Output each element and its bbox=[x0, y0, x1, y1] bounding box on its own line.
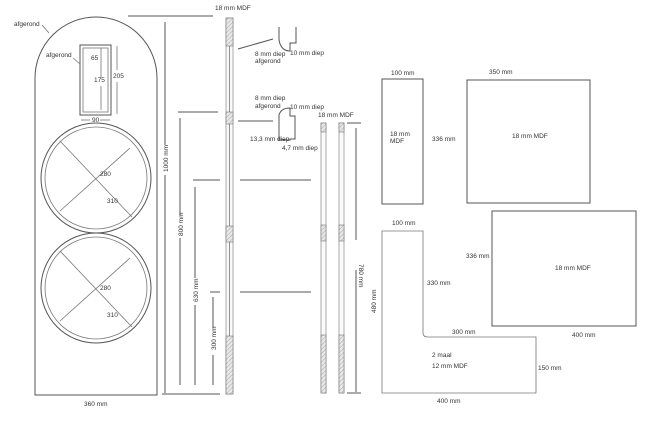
label-narrow-material-1: 18 mm bbox=[390, 131, 410, 138]
label-square-material: 18 mm MDF bbox=[512, 133, 548, 140]
label-large-width: 400 mm bbox=[572, 332, 595, 339]
label-profile2-note: afgerond bbox=[255, 103, 281, 110]
label-l-height: 480 mm bbox=[371, 290, 378, 313]
driver2-outer bbox=[40, 232, 152, 344]
label-profile2-step: 10 mm diep bbox=[290, 104, 324, 111]
label-narrow-width: 100 mm bbox=[391, 70, 414, 77]
label-l-top-width: 100 mm bbox=[392, 220, 415, 227]
port-inner bbox=[82, 47, 109, 113]
label-square-width: 350 mm bbox=[489, 69, 512, 76]
label-800mm: 800 mm bbox=[178, 213, 185, 236]
label-port-outer-width: 90 bbox=[92, 117, 100, 124]
panel-square: 350 mm 18 mm MDF bbox=[466, 69, 591, 204]
label-driver1-inner: 280 bbox=[100, 171, 111, 178]
label-afgerond-port: afgerond bbox=[46, 52, 72, 59]
panel-narrow: 100 mm 18 mm MDF 336 mm bbox=[381, 70, 455, 205]
label-l-count: 2 maal bbox=[432, 352, 452, 359]
driver1-outer bbox=[40, 122, 152, 234]
label-narrow-material-2: MDF bbox=[390, 138, 404, 145]
front-panel: afgerond afgerond 65 175 205 90 280 310 … bbox=[14, 16, 158, 408]
label-630mm: 630 mm bbox=[193, 279, 200, 302]
side-section: 18 mm MDF 8 mm diep afgerond 10 mm diep … bbox=[215, 5, 324, 395]
label-l-inner-width: 300 mm bbox=[452, 329, 475, 336]
driver1-inner bbox=[44, 126, 148, 230]
label-profile2-depth: 8 mm diep bbox=[255, 95, 286, 102]
label-profile2-lower-step: 4,7 mm diep bbox=[282, 145, 318, 152]
height-dimensions: 1000 mm 800 mm 630 mm 300 mm bbox=[128, 15, 220, 395]
label-1000mm: 1000 mm bbox=[163, 145, 170, 172]
label-profile1-step: 10 mm diep bbox=[290, 50, 324, 57]
inner-strips: 18 mm MDF 780 mm bbox=[318, 112, 364, 394]
label-front-width: 360 mm bbox=[84, 401, 107, 408]
label-strips-material: 18 mm MDF bbox=[318, 112, 354, 119]
label-port-inner-width: 65 bbox=[91, 55, 99, 62]
label-afgerond-top: afgerond bbox=[14, 21, 40, 28]
label-port-inner-height: 175 bbox=[94, 77, 105, 84]
label-profile1-note: afgerond bbox=[255, 58, 281, 65]
label-profile1-depth: 8 mm diep bbox=[255, 51, 286, 58]
label-l-foot-height: 150 mm bbox=[538, 365, 561, 372]
label-780mm: 780 mm bbox=[357, 264, 364, 287]
label-driver1-outer: 310 bbox=[107, 198, 118, 205]
label-l-inner-height: 330 mm bbox=[427, 280, 450, 287]
label-driver2-inner: 280 bbox=[100, 285, 111, 292]
profile1-shape bbox=[278, 27, 297, 52]
label-side-material: 18 mm MDF bbox=[215, 5, 251, 12]
driver2-inner bbox=[44, 236, 148, 340]
label-driver2-outer: 310 bbox=[107, 312, 118, 319]
label-300mm: 300 mm bbox=[211, 327, 218, 350]
front-panel-outline bbox=[34, 16, 158, 396]
label-profile2-lower: 13,3 mm diep bbox=[250, 136, 290, 143]
panel-large: 336 mm 18 mm MDF 400 mm bbox=[466, 210, 637, 339]
panel-l-shape: 100 mm 330 mm 300 mm 2 maal 12 mm MDF 15… bbox=[371, 220, 561, 405]
profile2-shape bbox=[278, 107, 296, 141]
label-l-bottom-width: 400 mm bbox=[437, 398, 460, 405]
label-port-outer-height: 205 bbox=[113, 73, 124, 80]
label-large-height: 336 mm bbox=[466, 253, 489, 260]
port-outer bbox=[79, 44, 112, 116]
label-large-material: 18 mm MDF bbox=[555, 265, 591, 272]
label-l-material: 12 mm MDF bbox=[432, 363, 468, 370]
label-narrow-height: 336 mm bbox=[432, 136, 455, 143]
